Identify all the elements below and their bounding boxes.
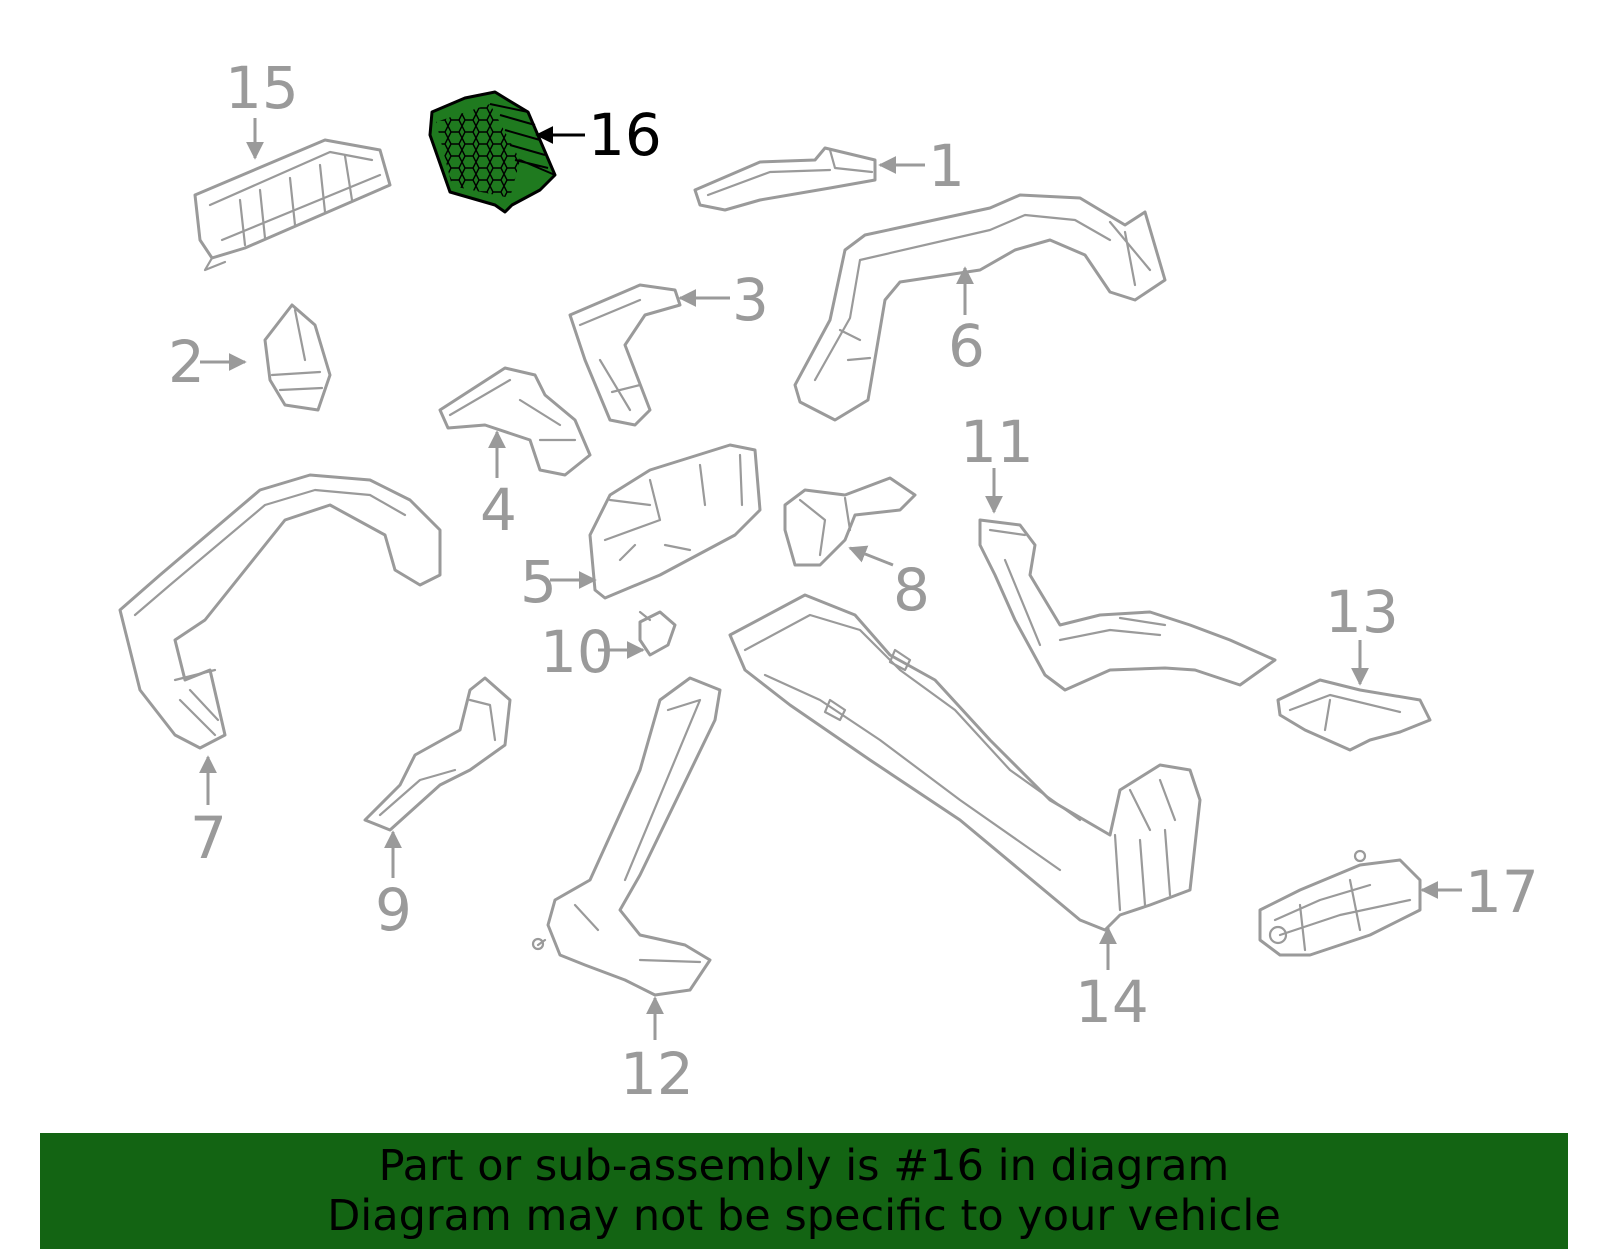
leader-lines: [199, 118, 1462, 1040]
part-6-duct: [793, 193, 1167, 422]
parts-diagram: 1 2 3 4 5 6 7 8 9 10 11 12 13 14 15 16 1…: [118, 54, 1539, 1108]
part-13-bracket: [1276, 678, 1432, 752]
callout-labels: 1 2 3 4 5 6 7 8 9 10 11 12 13 14 15 16 1…: [168, 54, 1539, 1108]
part-17-vent: [1258, 849, 1422, 957]
callout-15: 15: [225, 54, 299, 122]
part-16-highlighted-housing: [428, 90, 557, 214]
part-11-duct: [978, 518, 1277, 692]
callout-4: 4: [480, 476, 517, 544]
part-2-duct: [263, 303, 332, 412]
part-12-duct: [531, 676, 722, 997]
callout-2: 2: [168, 328, 205, 396]
part-8-clip: [783, 476, 917, 567]
callout-11: 11: [960, 408, 1034, 476]
part-3-duct: [568, 283, 682, 427]
callout-3: 3: [732, 266, 769, 334]
callout-12: 12: [620, 1040, 694, 1108]
callout-14: 14: [1075, 968, 1149, 1036]
callout-16-highlighted: 16: [588, 101, 662, 169]
callout-7: 7: [190, 804, 227, 872]
part-5-housing: [588, 443, 762, 600]
banner-line-disclaimer: Diagram may not be specific to your vehi…: [327, 1191, 1281, 1241]
part-9-duct: [363, 676, 512, 832]
callout-10: 10: [540, 618, 614, 686]
part-4-duct: [438, 366, 592, 477]
part-1-duct: [693, 146, 877, 212]
callout-8: 8: [893, 556, 930, 624]
part-7-duct: [118, 473, 442, 750]
part-14-duct: [728, 593, 1202, 932]
banner-line-part: Part or sub-assembly is #16 in diagram: [378, 1141, 1230, 1191]
callout-17: 17: [1465, 858, 1539, 926]
part-15-dash-vent: [193, 138, 392, 272]
callout-5: 5: [520, 548, 557, 616]
callout-13: 13: [1325, 578, 1399, 646]
info-banner: Part or sub-assembly is #16 in diagram D…: [40, 1133, 1568, 1249]
callout-6: 6: [948, 312, 985, 380]
part-10-clip: [638, 610, 677, 657]
callout-9: 9: [375, 876, 412, 944]
callout-1: 1: [928, 132, 965, 200]
